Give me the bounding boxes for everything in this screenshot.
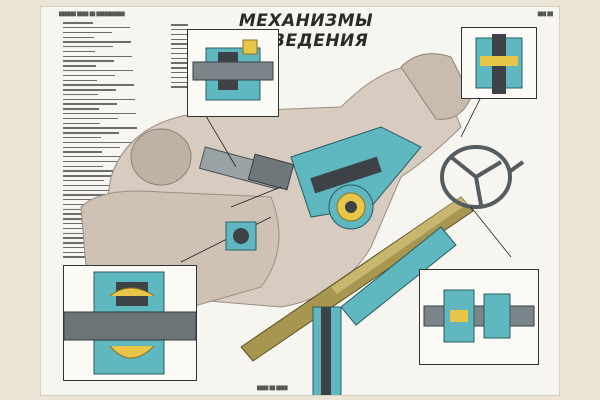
handwheel xyxy=(440,145,525,209)
legend-row xyxy=(63,174,163,178)
legend-row xyxy=(63,69,163,73)
legend-row xyxy=(63,74,163,78)
legend-row xyxy=(63,107,163,111)
gearbox-cutaway xyxy=(290,126,422,230)
legend-row xyxy=(63,50,163,54)
inset-worm-gear-drawing xyxy=(63,271,197,375)
legend-row xyxy=(63,164,163,168)
legend-row xyxy=(171,37,226,41)
legend-row xyxy=(63,160,163,164)
legend-row xyxy=(63,169,163,173)
legend-row xyxy=(63,184,163,188)
legend-row xyxy=(171,52,226,56)
legend-row xyxy=(63,141,163,145)
legend-row xyxy=(171,66,226,70)
legend-row xyxy=(63,112,163,116)
legend-row xyxy=(63,26,163,30)
legend-row xyxy=(63,93,163,97)
legend-row xyxy=(63,117,163,121)
casting-bore xyxy=(130,128,192,186)
poster-sheet: МЕХАНИЗМЫ НАВЕДЕНИЯ ██████ ████ ██ █████… xyxy=(40,6,560,396)
sheet-number-text: ███ ██ xyxy=(537,11,553,16)
legend-row xyxy=(63,78,163,82)
legend-row xyxy=(63,145,163,149)
legend-row xyxy=(171,47,226,51)
legend-row xyxy=(63,121,163,125)
legend-row xyxy=(63,45,163,49)
legend-row xyxy=(63,98,163,102)
inset-cross-section-drawing xyxy=(423,289,535,343)
legend-row xyxy=(63,54,163,58)
legend-row xyxy=(63,83,163,87)
inset-gear-drawing xyxy=(475,34,523,94)
legend-row xyxy=(63,64,163,68)
legend-row xyxy=(171,76,226,80)
legend-row xyxy=(63,102,163,106)
legend-row xyxy=(63,131,163,135)
legend-row xyxy=(171,33,226,37)
sheet-header-text: ██████ ████ ██ ██████████ xyxy=(59,11,125,16)
inset-gear-detail xyxy=(461,27,537,99)
legend-row xyxy=(63,88,163,92)
inset-worm-gear-detail xyxy=(63,265,197,381)
legend-row xyxy=(171,23,226,27)
legend-row xyxy=(63,188,163,192)
legend-row xyxy=(63,31,163,35)
footer-caption: ████ ██ ████ xyxy=(257,385,288,390)
legend-row xyxy=(63,59,163,63)
legend-row xyxy=(171,61,226,65)
legend-row xyxy=(63,35,163,39)
legend-row xyxy=(63,155,163,159)
legend-row xyxy=(171,80,226,84)
inset-bearing-drawing xyxy=(192,39,274,101)
legend-row xyxy=(63,136,163,140)
pinion-shaft xyxy=(198,146,295,191)
exploded-bearing-parts xyxy=(225,221,257,251)
legend-row xyxy=(63,126,163,130)
inset-bearing-detail xyxy=(187,29,279,117)
inset-cross-section-detail xyxy=(419,269,539,365)
legend-row xyxy=(63,179,163,183)
legend-row xyxy=(63,40,163,44)
mechanism-illustration xyxy=(80,53,525,395)
legend-row xyxy=(63,150,163,154)
legend-row xyxy=(63,21,163,25)
elevating-screw-shaft xyxy=(240,196,474,362)
legend-row xyxy=(63,193,163,197)
